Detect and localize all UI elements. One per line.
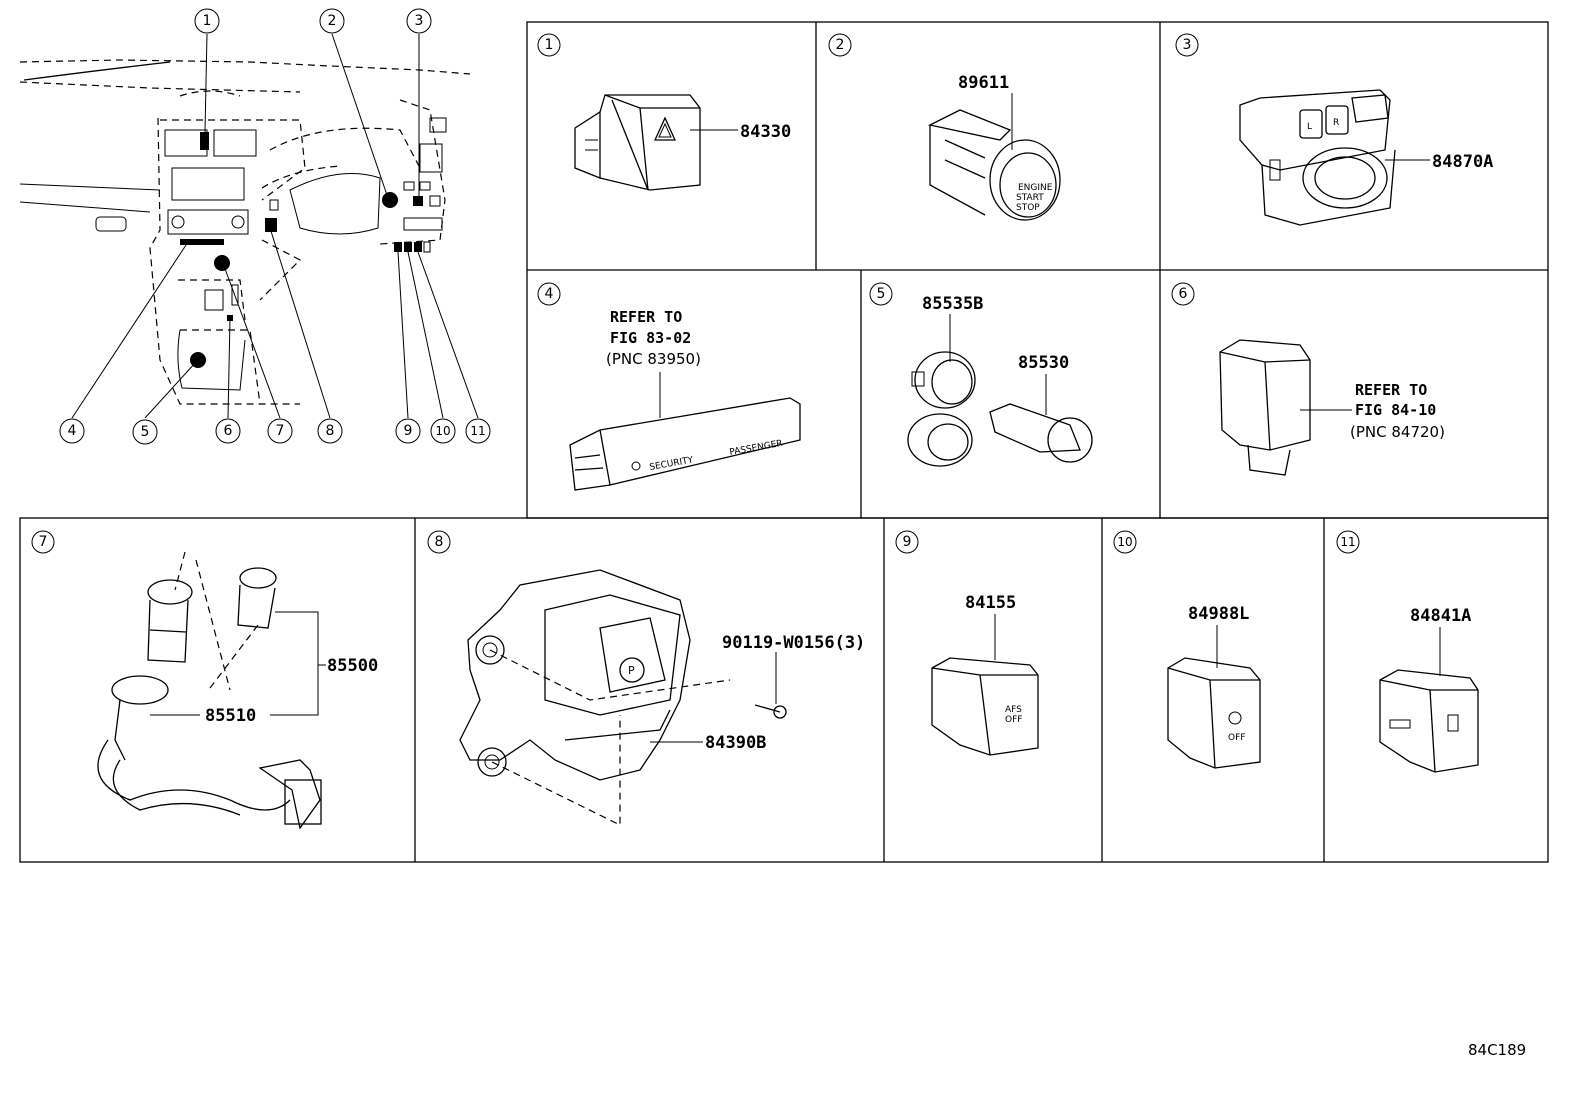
overview-callout-1: 1 xyxy=(194,8,220,34)
panel-7-number: 7 xyxy=(31,530,55,554)
afs-label: AFS xyxy=(1005,705,1022,715)
panel-5-number: 5 xyxy=(869,282,893,306)
panel-4-airbag-indicator: 4 REFER TO FIG 83-02 (PNC 83950) SECURIT… xyxy=(537,282,801,491)
svg-text:9: 9 xyxy=(404,423,413,439)
overview-callout-2: 2 xyxy=(319,8,345,34)
mirror-key-l: L xyxy=(1307,122,1312,132)
passenger-label: PASSENGER xyxy=(729,439,784,458)
panel-5-power-outlet: 5 85535B 85530 xyxy=(869,282,1093,467)
panel-6-fig: FIG 84-10 xyxy=(1355,401,1436,419)
overview-callout-9: 9 xyxy=(395,418,421,444)
panel-2-engine-start-switch: 2 89611 ENGINE START STOP xyxy=(828,33,1061,221)
panel-9-afs-off-switch: 9 84155 AFS OFF xyxy=(895,530,1039,756)
svg-text:4: 4 xyxy=(68,423,77,439)
overview-callout-7: 7 xyxy=(267,418,293,444)
part-84390b: 84390B xyxy=(705,733,766,753)
panel-7-socket-harness: 7 85500 85510 xyxy=(31,530,378,830)
dashboard-overview: 1 2 3 4 5 6 7 8 9 10 11 xyxy=(19,8,491,445)
panel-6-pnc: (PNC 84720) xyxy=(1350,423,1445,441)
hazard-switch-drawing xyxy=(574,94,701,191)
svg-text:10: 10 xyxy=(1117,535,1132,549)
part-85530: 85530 xyxy=(1018,353,1069,373)
afs-switch-drawing: AFS OFF xyxy=(931,657,1039,756)
svg-text:3: 3 xyxy=(1183,37,1192,53)
part-85535b: 85535B xyxy=(922,294,983,314)
overview-callout-5: 5 xyxy=(132,419,158,445)
svg-text:11: 11 xyxy=(470,424,485,438)
overview-callout-8: 8 xyxy=(317,418,343,444)
part-85510: 85510 xyxy=(205,706,256,726)
part-84870a: 84870A xyxy=(1432,152,1493,172)
svg-text:8: 8 xyxy=(435,534,444,550)
svg-text:3: 3 xyxy=(415,13,424,29)
panel-11-fuel-lid-switch: 11 84841A xyxy=(1336,530,1479,773)
overview-callout-10: 10 xyxy=(430,418,456,444)
panel-grid xyxy=(19,21,1549,863)
engine-start-label-2: START xyxy=(1016,193,1044,203)
svg-text:6: 6 xyxy=(224,423,233,439)
svg-text:4: 4 xyxy=(545,286,554,302)
svg-text:5: 5 xyxy=(141,424,150,440)
panel-3-mirror-switch: 3 L R 84870A xyxy=(1175,33,1493,226)
part-89611: 89611 xyxy=(958,73,1009,93)
engine-start-label-3: STOP xyxy=(1016,203,1040,213)
panel-4-refer-to: REFER TO xyxy=(610,308,682,326)
overview-callout-6: 6 xyxy=(215,418,241,444)
panel-3-number: 3 xyxy=(1175,33,1199,57)
overview-callout-4: 4 xyxy=(59,418,85,444)
panel-10-number: 10 xyxy=(1113,530,1137,554)
svg-text:8: 8 xyxy=(326,423,335,439)
panel-6-number: 6 xyxy=(1171,282,1195,306)
engine-start-label: ENGINE xyxy=(1018,183,1053,193)
mirror-switch-drawing: L R xyxy=(1239,89,1396,226)
svg-text:7: 7 xyxy=(39,534,48,550)
svg-text:1: 1 xyxy=(203,13,212,29)
vsc-switch-drawing: OFF xyxy=(1167,657,1261,769)
figure-code: 84C189 xyxy=(1468,1041,1526,1059)
panel-10-vsc-off-switch: 10 84988L OFF xyxy=(1113,530,1261,769)
svg-text:5: 5 xyxy=(877,286,886,302)
svg-text:2: 2 xyxy=(836,37,845,53)
part-84155: 84155 xyxy=(965,593,1016,613)
svg-text:10: 10 xyxy=(435,424,450,438)
part-84330: 84330 xyxy=(740,122,791,142)
panel-4-pnc: (PNC 83950) xyxy=(606,350,701,368)
panel-2-number: 2 xyxy=(828,33,852,57)
panel-6-refer-to: REFER TO xyxy=(1355,381,1427,399)
panel-4-number: 4 xyxy=(537,282,561,306)
panel-8-number: 8 xyxy=(427,530,451,554)
part-84988l: 84988L xyxy=(1188,604,1249,624)
svg-text:11: 11 xyxy=(1340,535,1355,549)
panel-4-fig: FIG 83-02 xyxy=(610,329,691,347)
svg-text:7: 7 xyxy=(276,423,285,439)
svg-text:1: 1 xyxy=(545,37,554,53)
panel-9-number: 9 xyxy=(895,530,919,554)
fuel-lid-switch-drawing xyxy=(1379,669,1479,773)
svg-text:6: 6 xyxy=(1179,286,1188,302)
part-85500: 85500 xyxy=(327,656,378,676)
afs-off-label: OFF xyxy=(1005,715,1022,725)
panel-6-switch-drawing xyxy=(1219,339,1311,476)
socket-harness-drawing xyxy=(97,551,322,830)
svg-text:9: 9 xyxy=(903,534,912,550)
panel-8-parking-brake-switch: 8 P 90119-W0156(3) 84390B xyxy=(427,530,865,826)
panel-6-switch: 6 REFER TO FIG 84-10 (PNC 84720) xyxy=(1171,282,1445,476)
vsc-off-label: OFF xyxy=(1228,733,1245,743)
overview-callout-3: 3 xyxy=(406,8,432,34)
mirror-key-r: R xyxy=(1333,118,1339,128)
part-90119-w0156: 90119-W0156(3) xyxy=(722,633,865,653)
svg-text:2: 2 xyxy=(328,13,337,29)
panel-1-number: 1 xyxy=(537,33,561,57)
airbag-indicator-drawing: SECURITY PASSENGER xyxy=(569,397,801,491)
panel-1-hazard-switch: 1 84330 xyxy=(537,33,791,191)
panel-11-number: 11 xyxy=(1336,530,1360,554)
parking-brake-switch-drawing: P xyxy=(459,569,787,826)
park-button-symbol: P xyxy=(628,664,635,677)
outlet-drawing xyxy=(907,351,1093,467)
overview-callout-11: 11 xyxy=(465,418,491,444)
engine-start-switch-drawing: ENGINE START STOP xyxy=(928,109,1061,221)
part-84841a: 84841A xyxy=(1410,606,1471,626)
